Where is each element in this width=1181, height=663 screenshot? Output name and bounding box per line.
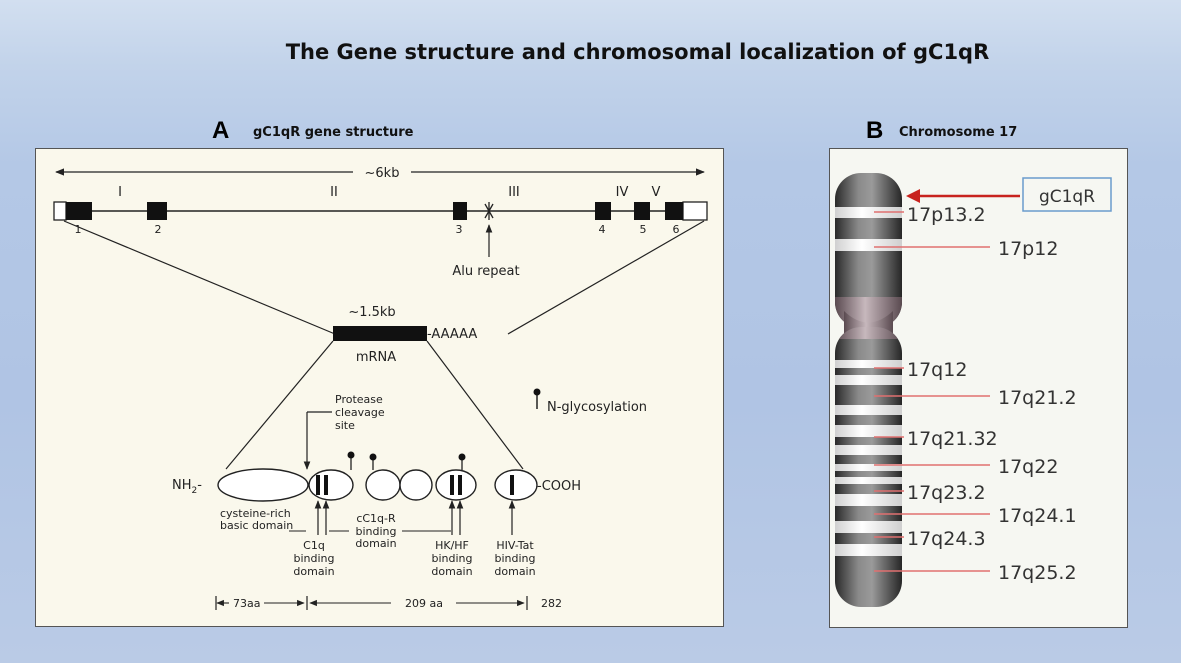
domain-ellipse bbox=[308, 469, 354, 501]
connector-line bbox=[507, 220, 705, 335]
panel-a-caption: gC1qR gene structure bbox=[253, 125, 414, 140]
alu-label: Alu repeat bbox=[452, 264, 519, 279]
exon-number: 3 bbox=[456, 223, 463, 236]
panel-a-letter: A bbox=[212, 117, 230, 144]
intron-label: IV bbox=[616, 185, 629, 200]
exon-box bbox=[66, 202, 92, 220]
utr-5prime bbox=[53, 201, 67, 221]
hkhf-binding-label: binding bbox=[431, 552, 472, 565]
protease-label: site bbox=[335, 419, 355, 432]
c1q-binding-label: binding bbox=[293, 552, 334, 565]
cysteine-rich-label: basic domain bbox=[220, 519, 293, 532]
band-label: 17q24.3 bbox=[907, 528, 986, 550]
scale-209aa: 209 aa bbox=[405, 597, 443, 610]
arrowhead-icon bbox=[906, 189, 920, 203]
cc1qr-binding-label: binding bbox=[355, 525, 396, 538]
exon-number: 2 bbox=[155, 223, 162, 236]
gene-structure-diagram: ~6kb I II III IV V 1 2 3 4 5 6 Alu repea… bbox=[53, 166, 708, 610]
c1q-binding-label: domain bbox=[293, 565, 334, 578]
band-label: 17q12 bbox=[907, 359, 967, 381]
n-glycosylation-pin-icon bbox=[533, 388, 541, 409]
glycosylation-pin-icon bbox=[347, 451, 355, 470]
exon-number: 1 bbox=[75, 223, 82, 236]
intron-label: V bbox=[652, 185, 661, 200]
binding-bar bbox=[316, 475, 320, 495]
slide-title: The Gene structure and chromosomal local… bbox=[285, 40, 990, 64]
mrna-label: mRNA bbox=[356, 350, 396, 365]
binding-bar bbox=[450, 475, 454, 495]
exon-number: 5 bbox=[640, 223, 647, 236]
polya-tail: -AAAAA bbox=[427, 327, 477, 342]
binding-bar bbox=[510, 475, 514, 495]
cooh-terminus: -COOH bbox=[537, 479, 581, 494]
intron-label: II bbox=[330, 185, 338, 200]
domain-ellipse bbox=[365, 469, 401, 501]
intron-label: III bbox=[508, 185, 520, 200]
mrna-bar bbox=[333, 326, 427, 341]
gene-length-label: ~6kb bbox=[365, 166, 400, 181]
exon-box bbox=[147, 202, 167, 220]
band-label: 17q24.1 bbox=[998, 505, 1077, 527]
c1q-binding-label: C1q bbox=[303, 539, 325, 552]
hivtat-binding-label: domain bbox=[494, 565, 535, 578]
utr-3prime bbox=[682, 201, 708, 221]
exon-box bbox=[595, 202, 611, 220]
connector-line bbox=[63, 220, 336, 335]
cc1qr-binding-label: cC1q-R bbox=[356, 512, 396, 525]
band-label: 17q21.2 bbox=[998, 387, 1077, 409]
glycosylation-pin-icon bbox=[369, 453, 377, 470]
cysteine-rich-label: cysteine-rich bbox=[220, 507, 291, 520]
hivtat-binding-label: binding bbox=[494, 552, 535, 565]
panel-b-caption: Chromosome 17 bbox=[899, 125, 1018, 140]
binding-bar bbox=[324, 475, 328, 495]
hkhf-binding-label: HK/HF bbox=[435, 539, 469, 552]
band-label: 17p12 bbox=[998, 238, 1058, 260]
exon-number: 4 bbox=[599, 223, 606, 236]
band-markers bbox=[874, 211, 990, 572]
mrna-length-label: ~1.5kb bbox=[348, 305, 395, 320]
band-label: 17q21.32 bbox=[907, 428, 998, 450]
binding-bar bbox=[458, 475, 462, 495]
scale-282: 282 bbox=[541, 597, 562, 610]
domain-ellipse bbox=[494, 469, 538, 501]
band-label: 17q23.2 bbox=[907, 482, 986, 504]
n-glycosylation-label: N-glycosylation bbox=[547, 400, 647, 415]
band-label: 17q22 bbox=[998, 456, 1058, 478]
band-label: 17p13.2 bbox=[907, 204, 986, 226]
exon-box bbox=[453, 202, 467, 220]
connector-line bbox=[426, 340, 524, 470]
domain-ellipse bbox=[399, 469, 433, 501]
nh2-terminus: NH2- bbox=[172, 478, 202, 496]
hivtat-binding-label: HIV-Tat bbox=[496, 539, 534, 552]
gene-label-box bbox=[1022, 177, 1112, 212]
cc1qr-binding-label: domain bbox=[355, 537, 396, 550]
exon-number: 6 bbox=[673, 223, 680, 236]
hkhf-binding-label: domain bbox=[431, 565, 472, 578]
domain-ellipse bbox=[435, 469, 477, 501]
chromosome-17-ideogram: gC1qR 17p13.2 17p12 17q12 17q21.2 17q21.… bbox=[835, 173, 1112, 607]
protease-label: Protease bbox=[335, 393, 383, 406]
band-label: 17q25.2 bbox=[998, 562, 1077, 584]
chromosome-q-arm bbox=[835, 327, 902, 607]
alu-repeat-marker bbox=[484, 202, 494, 220]
connector-line bbox=[225, 340, 334, 470]
protease-label: cleavage bbox=[335, 406, 385, 419]
glycosylation-pin-icon bbox=[458, 453, 466, 470]
gene-label: gC1qR bbox=[1039, 187, 1095, 207]
exon-box bbox=[665, 202, 683, 220]
chromosome-p-arm bbox=[835, 173, 902, 328]
gene-structure-panel: ~6kb I II III IV V 1 2 3 4 5 6 Alu repea… bbox=[35, 148, 724, 627]
cysteine-rich-domain bbox=[217, 468, 309, 502]
panel-b-letter: B bbox=[866, 117, 884, 144]
exon-box bbox=[634, 202, 650, 220]
scale-73aa: 73aa bbox=[233, 597, 260, 610]
intron-label: I bbox=[118, 185, 122, 200]
chromosome-panel: gC1qR 17p13.2 17p12 17q12 17q21.2 17q21.… bbox=[829, 148, 1128, 628]
